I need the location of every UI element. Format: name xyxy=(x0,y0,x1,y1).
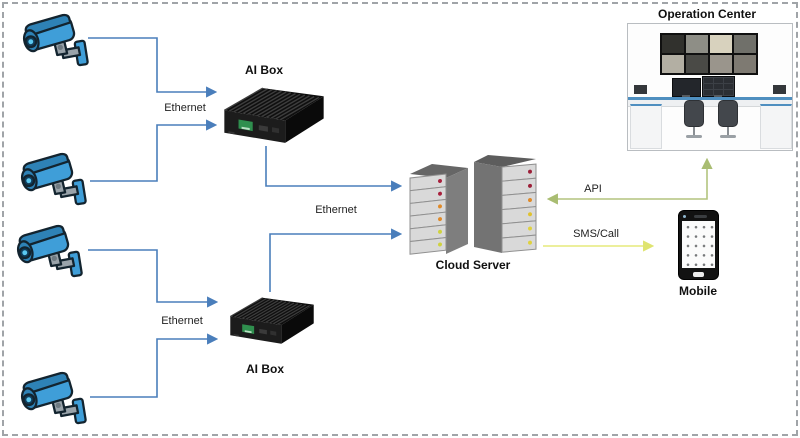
api-line xyxy=(546,157,713,205)
ethernet-line-camera2 xyxy=(90,119,218,182)
side-monitor xyxy=(634,85,647,94)
ai-box-icon xyxy=(225,291,319,354)
office-chair xyxy=(684,100,704,146)
phone-camera-dot xyxy=(683,215,686,218)
ethernet-line-aibox2-cloud xyxy=(269,228,403,292)
video-wall xyxy=(660,33,758,75)
ai-box-bottom-label: AI Box xyxy=(245,362,285,376)
video-wall-tile xyxy=(734,55,756,73)
phone-speaker xyxy=(694,215,707,218)
video-wall-tile xyxy=(686,55,708,73)
ethernet-label-top: Ethernet xyxy=(164,102,206,114)
office-chair xyxy=(718,100,738,146)
side-monitor xyxy=(773,85,786,94)
video-wall-tile xyxy=(710,55,732,73)
cctv-camera-icon xyxy=(20,10,96,71)
ethernet-line-camera1 xyxy=(88,37,218,98)
video-wall-tile xyxy=(734,35,756,53)
phone-home-button xyxy=(693,272,704,277)
cloud-server-label: Cloud Server xyxy=(435,258,511,272)
ai-box-icon xyxy=(218,80,330,155)
cctv-camera-icon xyxy=(14,221,90,282)
phone-screen xyxy=(682,221,715,268)
operation-center-image xyxy=(627,23,793,151)
cabinet xyxy=(760,104,792,149)
ethernet-label-bottom: Ethernet xyxy=(161,315,203,327)
cabinet xyxy=(630,104,662,149)
sms-call-label: SMS/Call xyxy=(573,228,619,240)
cctv-camera-icon xyxy=(18,368,94,429)
video-wall-tile xyxy=(710,35,732,53)
api-label: API xyxy=(584,183,602,195)
monitor-stand xyxy=(714,95,722,98)
ethernet-line-aibox1-cloud xyxy=(265,146,403,192)
ai-box-top-label: AI Box xyxy=(244,63,284,77)
operation-center-label: Operation Center xyxy=(657,7,757,21)
ethernet-line-camera3 xyxy=(88,249,219,308)
video-wall-tile xyxy=(662,35,684,53)
desk-monitor xyxy=(702,76,735,97)
mobile-label: Mobile xyxy=(679,284,717,298)
ethernet-label-middle: Ethernet xyxy=(315,204,357,216)
mobile-phone-icon xyxy=(678,210,719,280)
cctv-camera-icon xyxy=(18,149,94,210)
video-wall-tile xyxy=(686,35,708,53)
desk-edge xyxy=(628,97,792,100)
video-wall-tile xyxy=(662,55,684,73)
ethernet-line-camera4 xyxy=(90,333,219,398)
cloud-server-icon xyxy=(402,146,542,262)
desk xyxy=(628,100,792,107)
monitor-stand xyxy=(682,95,690,98)
